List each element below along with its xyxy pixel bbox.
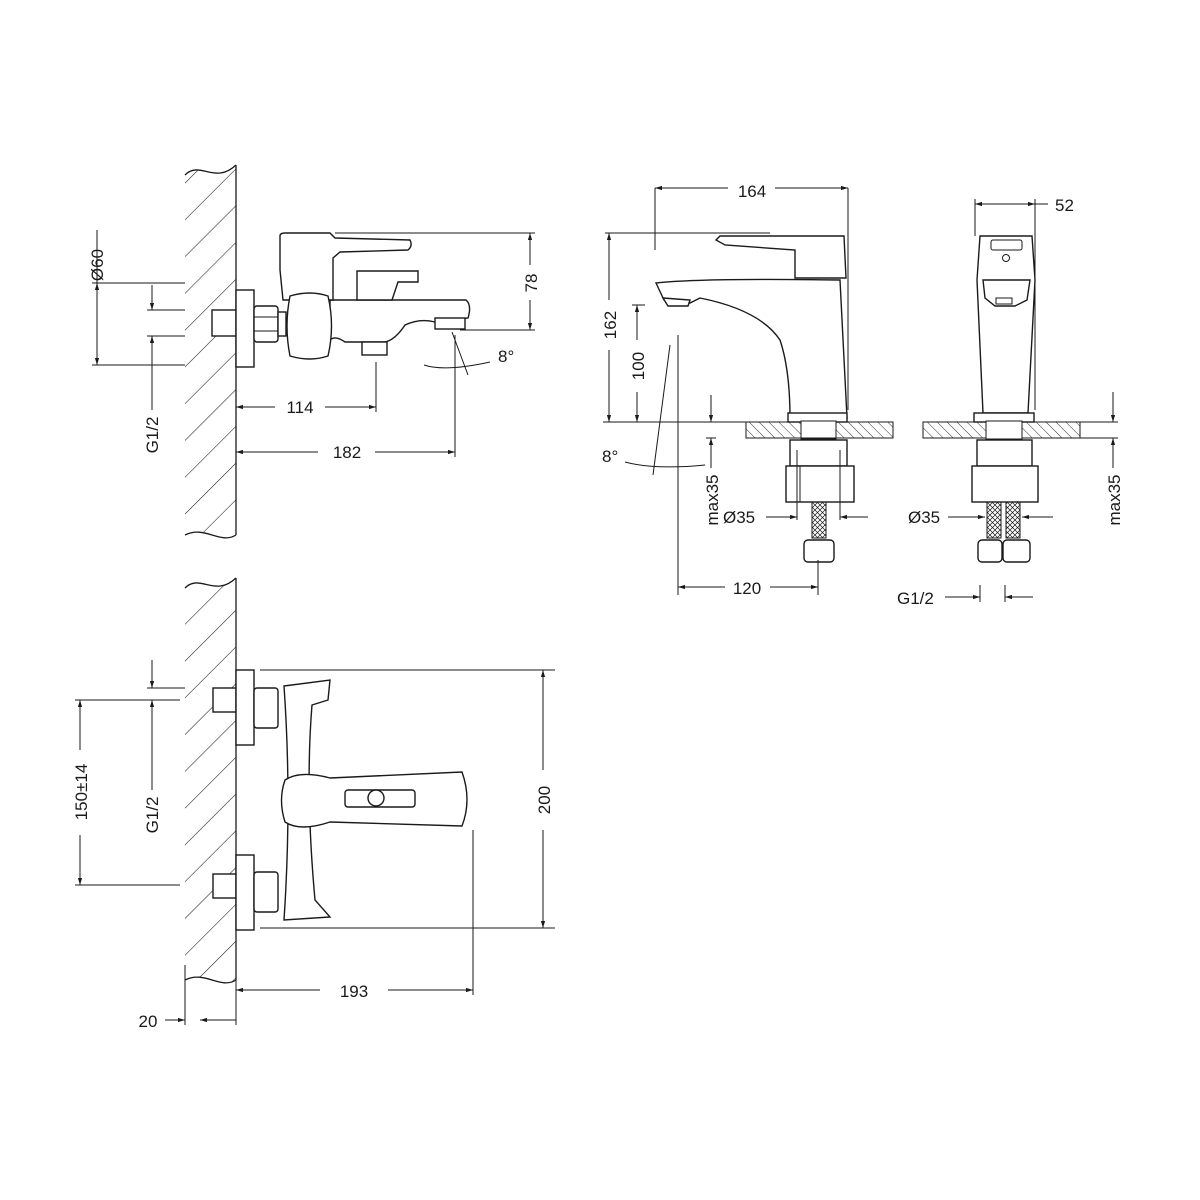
basin-side-body (976, 235, 1036, 414)
dim-top-projection: 193 (340, 982, 368, 1001)
dim-basin-spout-height: 100 (629, 352, 648, 380)
supply-hose (811, 501, 827, 539)
escutcheon (235, 289, 255, 368)
dim-basin-angle: 8° (602, 447, 618, 466)
dim-top-thread: G1/2 (143, 797, 162, 834)
dim-basin-depth: 52 (1055, 196, 1074, 215)
basin-mixer-front-view: 164 162 100 8° max35 Ø35 120 (601, 182, 894, 598)
nut (253, 305, 279, 343)
dim-side-deck-thickness: max35 (1105, 474, 1124, 525)
dim-basin-hole: Ø35 (723, 508, 755, 527)
dim-wall-offset: 20 (139, 1012, 158, 1031)
mixer-body (286, 292, 333, 360)
dim-side-thread: G1/2 (897, 589, 934, 608)
dim-basin-reach: 120 (733, 579, 761, 598)
dim-center-distance: 150±14 (72, 764, 91, 821)
dim-spout-offset: 114 (286, 398, 313, 417)
dim-total-projection: 182 (333, 443, 361, 462)
bath-mixer-top-view: 200 150±14 G1/2 193 20 (72, 577, 555, 1031)
mounting-nut (785, 465, 855, 503)
basin-mixer-side-view: 52 max35 Ø35 G1/2 (897, 196, 1124, 608)
dim-side-hole: Ø35 (908, 508, 940, 527)
bath-mixer-side-view: Ø60 G1/2 78 8° 114 182 (88, 164, 541, 539)
wall-section-lower (185, 578, 236, 983)
pipe-stub (211, 309, 237, 337)
dim-escutcheon-diameter: Ø60 (88, 249, 107, 281)
basin-handle (714, 235, 847, 279)
dim-basin-width: 164 (738, 182, 766, 201)
dim-angle: 8° (498, 347, 514, 366)
lever-handle (279, 232, 412, 301)
dim-top-height: 200 (535, 786, 554, 814)
dim-basin-deck-thickness: max35 (703, 474, 722, 525)
spout (329, 299, 471, 343)
dim-spout-height: 78 (522, 274, 541, 293)
wall-section (185, 165, 236, 538)
dim-thread: G1/2 (143, 417, 162, 454)
dim-basin-height: 162 (601, 311, 620, 339)
basin-body (654, 278, 848, 419)
